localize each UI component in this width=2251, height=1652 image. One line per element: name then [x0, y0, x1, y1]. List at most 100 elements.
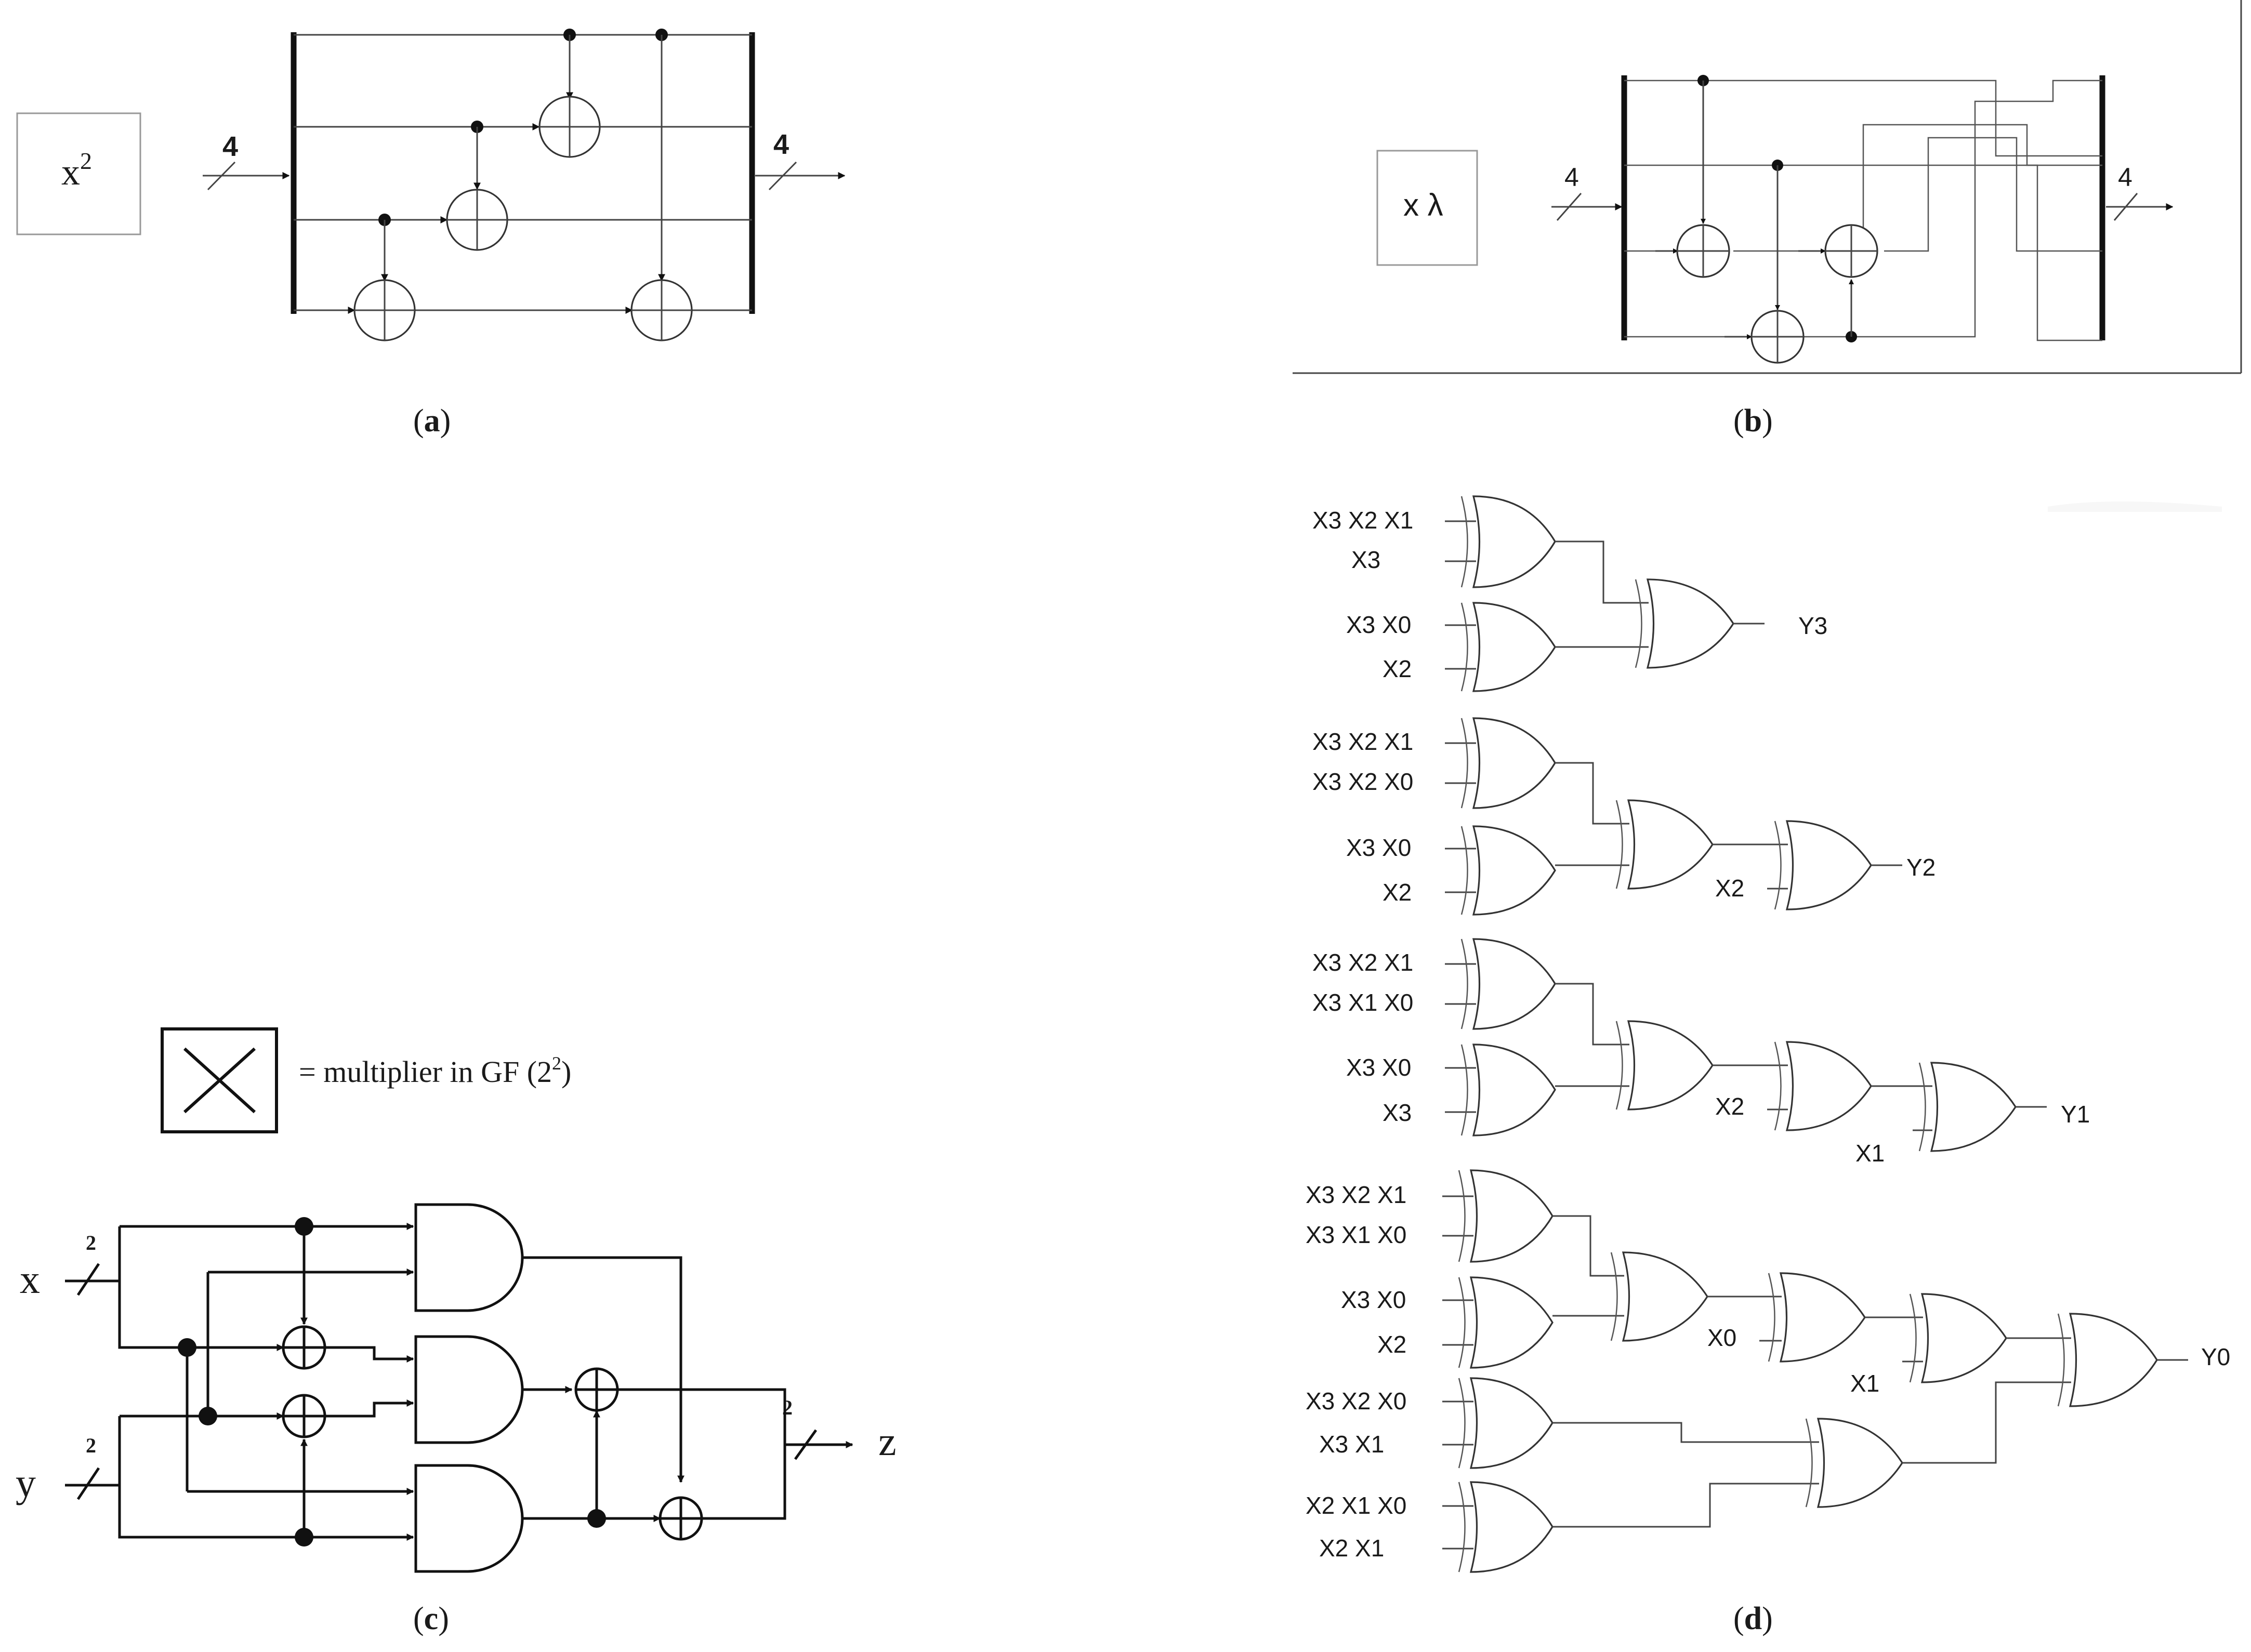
panel-b-xor-2 [1824, 224, 1878, 278]
panel-c-and1-out [522, 1256, 684, 1483]
panel-c-input-x-label: x [20, 1257, 40, 1302]
panel-d-y1-xor-out [1918, 1062, 2017, 1152]
panel-d-y0-xor-out [2057, 1313, 2158, 1407]
panel-c-legend-text: = multiplier in GF (22) [299, 1053, 571, 1089]
panel-b-bus-out-width: 4 [2118, 163, 2132, 192]
panel-d-y0-in1: X3 X2 X1 [1306, 1181, 1406, 1208]
panel-a-output-slash [768, 161, 797, 191]
panel-d-y0-in5: X3 X2 X0 [1306, 1387, 1406, 1415]
panel-d-y0-xor-b [1458, 1276, 1554, 1369]
panel-c-xor-mid [574, 1367, 619, 1412]
panel-d-y2-in3: X3 X0 [1346, 834, 1411, 861]
panel-c-junction-dot [295, 1217, 313, 1236]
panel-d-y3-xor-b [1460, 602, 1556, 692]
panel-b-caption: (b) [1733, 403, 1773, 439]
panel-d-y0-xor-f [1458, 1481, 1554, 1573]
panel-d-y0-in7: X2 X1 X0 [1306, 1492, 1406, 1519]
panel-d-wire [1555, 762, 1629, 825]
panel-c-z-slash [794, 1429, 818, 1460]
panel-d-y2-in2: X3 X2 X0 [1312, 768, 1413, 795]
panel-d-y0-xor-d [1768, 1272, 1866, 1363]
panel-a-squaring-circuit: x2 4 [16, 29, 846, 439]
panel-c-width-x: 2 [86, 1231, 96, 1254]
panel-c-and-gate-2 [414, 1335, 524, 1444]
panel-b-wire-row1 [1624, 164, 2102, 341]
panel-d-y3-out: Y3 [1798, 612, 1827, 639]
panel-d-wire [1552, 1483, 1819, 1528]
panel-c-junction-dot [178, 1338, 196, 1357]
panel-c-z-bit0 [702, 1445, 786, 1520]
panel-d-y1-xor-a [1460, 938, 1556, 1030]
panel-c-legend-cross [183, 1047, 256, 1114]
panel-d-y0-in4: X2 [1377, 1331, 1406, 1358]
panel-d-y1-in4: X3 [1383, 1099, 1412, 1126]
panel-d-y0-xor-a [1458, 1169, 1554, 1263]
panel-d-y3-in2: X3 [1351, 546, 1380, 573]
panel-d-y0-xor-c [1610, 1251, 1708, 1342]
panel-d-y1-out: Y1 [2061, 1101, 2090, 1128]
panel-a-xor-2 [446, 189, 508, 251]
panel-a-op-label: x2 [61, 148, 92, 193]
panel-d-y0-in6: X3 X1 [1319, 1431, 1384, 1458]
panel-d-y0-xor-e [1458, 1377, 1554, 1469]
panel-b-cross-wire [1862, 124, 2102, 244]
panel-c-x-slash [76, 1263, 100, 1296]
panel-a-xor-1 [538, 96, 601, 158]
panel-d-y1-xor-d [1774, 1041, 1872, 1131]
panel-d-y3-xor-out [1635, 578, 1734, 669]
panel-d-y1-xor-c [1615, 1020, 1714, 1111]
panel-c-junction-dot [199, 1407, 217, 1425]
panel-d-y1-mid2: X1 [1855, 1140, 1885, 1167]
panel-a-bus-in-width: 4 [222, 131, 238, 162]
panel-d-y2-group: X3 X2 X1 X3 X2 X0 X3 X0 X2 X2 Y2 [1312, 717, 1936, 916]
panel-d-y0-xor-g [1909, 1293, 2007, 1383]
panel-d-y0-in3: X3 X0 [1341, 1286, 1406, 1313]
panel-d-y2-mid: X2 [1715, 875, 1744, 902]
panel-b-bus-in-width: 4 [1564, 163, 1579, 192]
panel-c-x1-down [206, 1272, 273, 1418]
panel-d-y0-group: X3 X2 X1 X3 X1 X0 X3 X0 X2 X3 X2 X0 X3 X… [1306, 1169, 2230, 1573]
panel-c-junction-dot [295, 1528, 313, 1547]
panel-d-y1-in3: X3 X0 [1346, 1054, 1411, 1081]
panel-c-xor-to-and2 [325, 1346, 414, 1363]
panel-d-y1-xor-b [1460, 1043, 1556, 1136]
panel-b-op-label: x λ [1403, 188, 1443, 222]
panel-d-y1-mid1: X2 [1715, 1093, 1744, 1120]
panel-a-caption: (a) [413, 403, 451, 439]
panel-a-bus-out-width: 4 [773, 129, 789, 160]
panel-c-y-slash [76, 1467, 100, 1500]
panel-d-y3-in4: X2 [1383, 655, 1412, 682]
panel-a-xor-4 [630, 279, 693, 341]
panel-b-xor-1 [1676, 224, 1730, 278]
panel-b-lambda-multiplier: x λ 4 4 [1293, 0, 2242, 439]
panel-d-wire [1555, 540, 1649, 604]
panel-b-wire-row3-out [1788, 80, 2102, 338]
panel-c-xor-to-and2 [325, 1399, 414, 1418]
panel-d-y1-in2: X3 X1 X0 [1312, 989, 1413, 1016]
panel-d-y3-in1: X3 X2 X1 [1312, 507, 1413, 534]
panel-b-wire-row2-out [1884, 137, 2102, 252]
panel-d-wire [1555, 983, 1629, 1046]
panel-d-wire [1552, 1422, 1819, 1443]
panel-d-y0-mid2: X1 [1850, 1370, 1879, 1397]
panel-c-xor-top [282, 1325, 326, 1370]
panel-c-legend: = multiplier in GF (22) [161, 1027, 571, 1133]
panel-d-wire [1902, 1381, 2071, 1464]
panel-d-y3-in3: X3 X0 [1346, 611, 1411, 638]
panel-d-y2-xor-c [1615, 799, 1714, 890]
panel-d-y3-xor-a [1460, 495, 1556, 588]
panel-d-xor-network: X3 X2 X1 X3 X3 X0 X2 Y3 [1306, 495, 2230, 1636]
panel-c-xor-bot [282, 1394, 326, 1438]
panel-c-caption: (c) [413, 1601, 449, 1636]
panel-c-gf4-multiplier: = multiplier in GF (22) x y z 2 2 2 [16, 1027, 897, 1636]
panel-d-y2-xor-b [1460, 825, 1556, 916]
panel-c-xor-final [659, 1496, 703, 1541]
panel-c-x-bit0 [118, 1226, 273, 1349]
panel-d-y2-xor-a [1460, 717, 1556, 809]
panel-c-output-z-label: z [878, 1419, 897, 1464]
panel-d-y0-in2: X3 X1 X0 [1306, 1221, 1406, 1248]
panel-d-y2-xor-out [1774, 820, 1872, 910]
panel-c-y-to-and3 [118, 1416, 414, 1541]
panel-c-input-y-label: y [16, 1460, 36, 1505]
